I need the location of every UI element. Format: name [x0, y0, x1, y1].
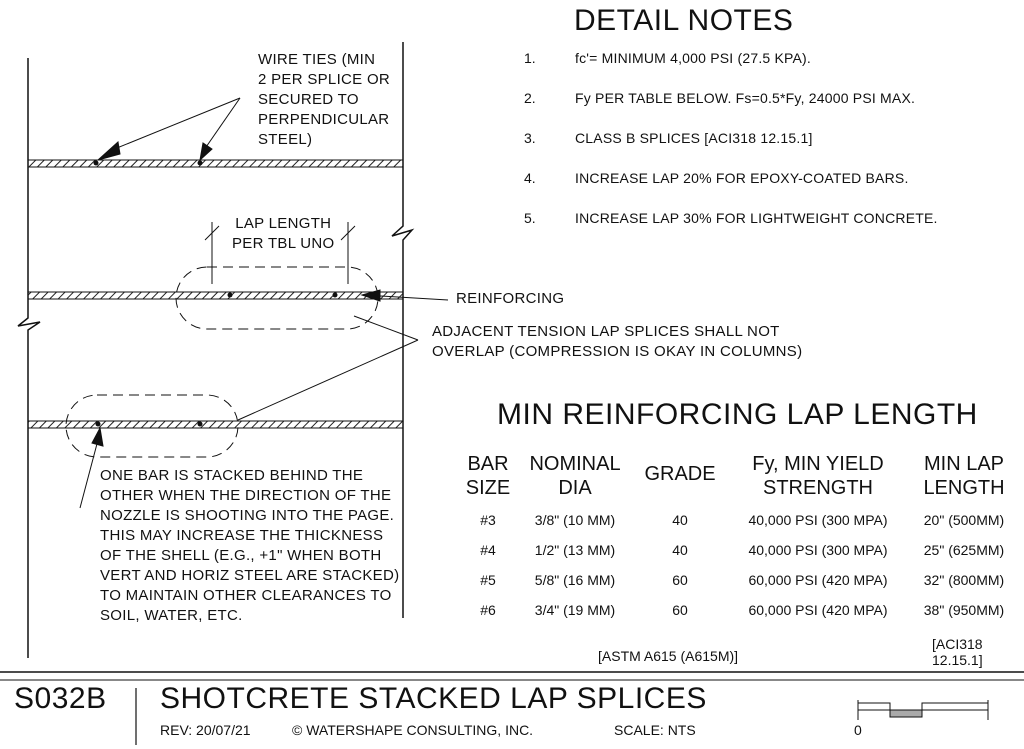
scale-label: SCALE: NTS: [614, 722, 696, 738]
cell-min-lap: 20" (500MM): [923, 512, 1005, 528]
stacked-line: OTHER WHEN THE DIRECTION OF THE: [100, 487, 392, 504]
cell-min-lap: 25" (625MM): [923, 542, 1005, 558]
reinforcing-callout: REINFORCING: [456, 290, 565, 307]
adjacent-line: OVERLAP (COMPRESSION IS OKAY IN COLUMNS): [432, 343, 803, 360]
cell-min-lap: 38" (950MM): [923, 602, 1005, 618]
header-line: Fy, MIN YIELD: [752, 453, 884, 475]
aci-reference: [ACI318 12.15.1]: [932, 636, 983, 668]
cell-bar-size: #5: [480, 572, 496, 588]
header-line: MIN LAP: [923, 453, 1005, 475]
note-number: 1.: [524, 50, 536, 66]
table-row: #3 3/8" (10 MM) 40 40,000 PSI (300 MPA) …: [0, 512, 1024, 542]
lap-table-title: MIN REINFORCING LAP LENGTH: [497, 398, 978, 431]
lap-table-body: #3 3/8" (10 MM) 40 40,000 PSI (300 MPA) …: [0, 512, 1024, 632]
cell-fy: 60,000 PSI (420 MPA): [748, 572, 888, 588]
detail-notes-title: DETAIL NOTES: [574, 4, 794, 37]
header-line: BAR: [467, 453, 509, 475]
cell-fy: 40,000 PSI (300 MPA): [748, 542, 888, 558]
cell-grade: 40: [672, 542, 688, 558]
scale-zero: 0: [854, 722, 862, 738]
note-text: Fy PER TABLE BELOW. Fs=0.5*Fy, 24000 PSI…: [575, 90, 916, 106]
note-text: fc'= MINIMUM 4,000 PSI (27.5 KPA).: [575, 50, 812, 66]
cell-grade: 40: [672, 512, 688, 528]
cell-bar-size: #6: [480, 602, 496, 618]
leader-lines: [79, 97, 449, 509]
header-line: GRADE: [644, 463, 716, 485]
stacked-line: OF THE SHELL (E.G., +1" WHEN BOTH: [100, 547, 382, 564]
note-text: INCREASE LAP 20% FOR EPOXY-COATED BARS.: [575, 170, 909, 186]
header-min-lap: MIN LAP LENGTH: [915, 452, 1013, 500]
table-row: #5 5/8" (16 MM) 60 60,000 PSI (420 MPA) …: [0, 572, 1024, 602]
wire-ties-callout: WIRE TIES (MIN 2 PER SPLICE OR SECURED T…: [258, 50, 390, 150]
stacked-bar-callout: ONE BAR IS STACKED BEHIND THE OTHER WHEN…: [100, 466, 399, 626]
stacked-line: VERT AND HORIZ STEEL ARE STACKED): [100, 567, 400, 584]
aci-line: 12.15.1]: [932, 652, 983, 668]
lap-length-callout: LAP LENGTH PER TBL UNO: [232, 214, 335, 254]
wire-ties-line: PERPENDICULAR: [258, 111, 390, 128]
cell-min-lap: 32" (800MM): [923, 572, 1005, 588]
adjacent-splices-callout: ADJACENT TENSION LAP SPLICES SHALL NOT O…: [432, 322, 802, 362]
lap-dimension: [204, 222, 356, 284]
left-wall-line: [17, 58, 41, 658]
cell-fy: 40,000 PSI (300 MPA): [748, 512, 888, 528]
splice-outline-middle: [175, 266, 379, 330]
adjacent-line: ADJACENT TENSION LAP SPLICES SHALL NOT: [432, 323, 780, 340]
cell-nominal-dia: 1/2" (13 MM): [534, 542, 616, 558]
note-number: 2.: [524, 90, 536, 106]
wire-ties-line: 2 PER SPLICE OR: [258, 71, 391, 88]
cell-grade: 60: [672, 572, 688, 588]
lap-length-line: PER TBL UNO: [232, 235, 335, 252]
table-row: #6 3/4" (19 MM) 60 60,000 PSI (420 MPA) …: [0, 602, 1024, 632]
note-text: INCREASE LAP 30% FOR LIGHTWEIGHT CONCRET…: [575, 210, 938, 226]
cell-fy: 60,000 PSI (420 MPA): [748, 602, 888, 618]
note-number: 4.: [524, 170, 536, 186]
rebar-bottom: [27, 420, 404, 429]
header-line: SIZE: [465, 477, 511, 499]
splice-outline-bottom: [65, 394, 239, 458]
header-line: NOMINAL: [529, 453, 621, 475]
cell-grade: 60: [672, 602, 688, 618]
cell-nominal-dia: 5/8" (16 MM): [534, 572, 616, 588]
header-line: LENGTH: [923, 477, 1005, 499]
revision-date: REV: 20/07/21: [160, 722, 251, 738]
header-bar-size: BAR SIZE: [458, 452, 518, 500]
note-text: CLASS B SPLICES [ACI318 12.15.1]: [575, 130, 813, 146]
header-fy-strength: Fy, MIN YIELD STRENGTH: [728, 452, 908, 500]
lap-length-line: LAP LENGTH: [235, 215, 332, 232]
note-number: 3.: [524, 130, 536, 146]
sheet-id: S032B: [14, 682, 107, 715]
cell-bar-size: #4: [480, 542, 496, 558]
wire-ties-line: STEEL): [258, 131, 313, 148]
rebar-middle: [27, 291, 404, 300]
table-row: #4 1/2" (13 MM) 40 40,000 PSI (300 MPA) …: [0, 542, 1024, 572]
astm-reference: [ASTM A615 (A615M)]: [598, 648, 739, 664]
stacked-line: SOIL, WATER, ETC.: [100, 607, 243, 624]
stacked-line: TO MAINTAIN OTHER CLEARANCES TO: [100, 587, 392, 604]
aci-line: [ACI318: [932, 636, 983, 652]
rebar-top: [27, 159, 404, 168]
header-line: DIA: [558, 477, 592, 499]
right-wall-line: [391, 42, 415, 618]
scale-bar: [857, 700, 989, 720]
cell-bar-size: #3: [480, 512, 496, 528]
wire-ties-line: SECURED TO: [258, 91, 359, 108]
stacked-line: THIS MAY INCREASE THE THICKNESS: [100, 527, 384, 544]
stacked-line: NOZZLE IS SHOOTING INTO THE PAGE.: [100, 507, 395, 524]
sheet-title: SHOTCRETE STACKED LAP SPLICES: [160, 682, 707, 715]
cell-nominal-dia: 3/8" (10 MM): [534, 512, 616, 528]
header-nominal-dia: NOMINAL DIA: [520, 452, 630, 500]
copyright: © WATERSHAPE CONSULTING, INC.: [292, 722, 534, 738]
header-line: STRENGTH: [763, 477, 873, 499]
note-number: 5.: [524, 210, 536, 226]
footer-rules: [0, 671, 1024, 745]
cell-nominal-dia: 3/4" (19 MM): [534, 602, 616, 618]
wire-ties-line: WIRE TIES (MIN: [258, 51, 376, 68]
stacked-line: ONE BAR IS STACKED BEHIND THE: [100, 467, 364, 484]
header-grade: GRADE: [640, 462, 720, 486]
